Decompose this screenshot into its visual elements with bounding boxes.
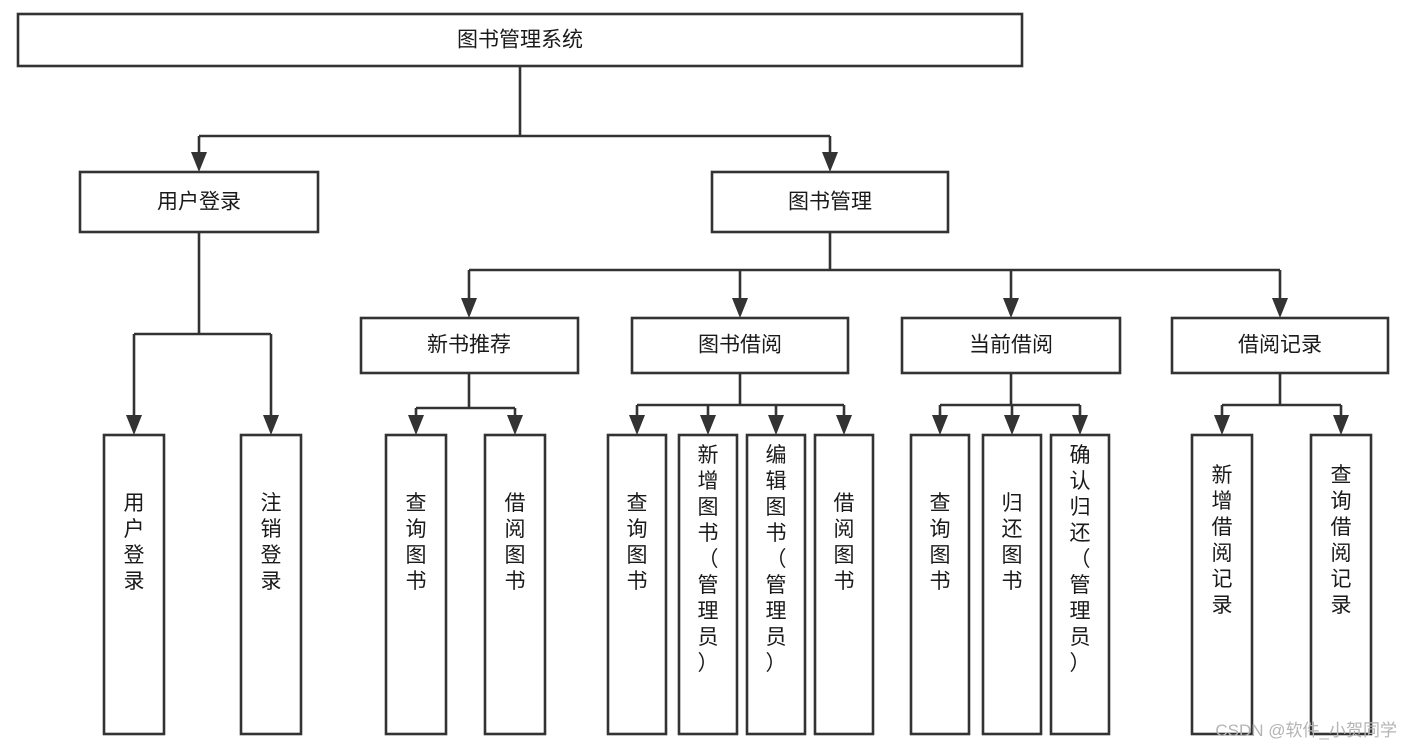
- node-book-manage-box[interactable]: [710, 170, 950, 234]
- node-leaf-query-book-1[interactable]: 查询图书: [384, 433, 448, 736]
- node-leaf-borrow-book-2-label: 借阅图书: [834, 492, 855, 593]
- node-borrow-record[interactable]: 借阅记录: [1170, 316, 1390, 375]
- arrow-icon-current-borrow: [1003, 298, 1019, 318]
- node-root-box[interactable]: [16, 12, 1024, 68]
- node-leaf-confirm-return[interactable]: 确认归还（管理员）: [1049, 433, 1111, 736]
- node-leaf-add-record[interactable]: 新增借阅记录: [1190, 433, 1254, 736]
- node-leaf-borrow-book-2-box[interactable]: [813, 433, 875, 736]
- connector-layer: [126, 66, 1349, 435]
- arrow-icon-book-borrow: [732, 298, 748, 318]
- node-leaf-query-book-3-label: 查询图书: [930, 492, 951, 593]
- node-leaf-query-book-1-label: 查询图书: [406, 492, 427, 593]
- node-current-borrow[interactable]: 当前借阅: [900, 316, 1122, 375]
- node-leaf-edit-book-box[interactable]: [745, 433, 807, 736]
- arrow-icon-leaf-edit-book: [768, 415, 784, 435]
- node-leaf-return-book-label: 归还图书: [1002, 492, 1023, 593]
- node-root-label: 图书管理系统: [457, 29, 583, 52]
- node-leaf-borrow-book-1-box[interactable]: [483, 433, 547, 736]
- node-book-manage-label: 图书管理: [788, 191, 872, 214]
- node-leaf-logout-label: 注销登录: [261, 492, 282, 593]
- node-root[interactable]: 图书管理系统: [16, 12, 1024, 68]
- node-leaf-query-book-3[interactable]: 查询图书: [909, 433, 971, 736]
- node-leaf-query-book-2-box[interactable]: [606, 433, 668, 736]
- arrow-icon-borrow-record: [1272, 298, 1288, 318]
- node-borrow-record-box[interactable]: [1170, 316, 1390, 375]
- node-leaf-borrow-book-1[interactable]: 借阅图书: [483, 433, 547, 736]
- node-book-manage[interactable]: 图书管理: [710, 170, 950, 234]
- arrow-icon-to-book-manage: [822, 152, 838, 172]
- node-leaf-add-book-label: 新增图书（管理员）: [698, 444, 719, 675]
- node-leaf-user-login-box[interactable]: [102, 433, 166, 736]
- node-leaf-query-book-2-label: 查询图书: [627, 492, 648, 593]
- node-new-book-recommend-label: 新书推荐: [427, 334, 511, 357]
- node-leaf-logout-box[interactable]: [239, 433, 303, 736]
- node-leaf-query-book-3-box[interactable]: [909, 433, 971, 736]
- node-leaf-user-login-label: 用户登录: [124, 492, 145, 593]
- node-leaf-borrow-book-1-label: 借阅图书: [505, 492, 526, 593]
- node-leaf-query-book-1-box[interactable]: [384, 433, 448, 736]
- node-leaf-query-record-box[interactable]: [1309, 433, 1373, 736]
- node-user-login[interactable]: 用户登录: [78, 170, 320, 234]
- arrow-icon-leaf-confirm-return: [1072, 415, 1088, 435]
- node-leaf-query-record-label: 查询借阅记录: [1331, 464, 1352, 617]
- node-new-book-recommend-box[interactable]: [359, 316, 580, 375]
- node-leaf-add-record-label: 新增借阅记录: [1212, 464, 1233, 617]
- arrow-icon-leaf-borrow-book-1: [507, 415, 523, 435]
- node-user-login-box[interactable]: [78, 170, 320, 234]
- node-book-borrow-box[interactable]: [630, 316, 850, 375]
- node-leaf-logout[interactable]: 注销登录: [239, 433, 303, 736]
- arrow-icon-leaf-query-book-1: [408, 415, 424, 435]
- arrow-icon-leaf-add-record: [1214, 415, 1230, 435]
- node-leaf-user-login[interactable]: 用户登录: [102, 433, 166, 736]
- node-leaf-query-book-2[interactable]: 查询图书: [606, 433, 668, 736]
- arrow-icon-leaf-query-record: [1333, 415, 1349, 435]
- node-leaf-add-record-box[interactable]: [1190, 433, 1254, 736]
- arrow-icon-leaf-user-login: [126, 415, 142, 435]
- node-leaf-query-record[interactable]: 查询借阅记录: [1309, 433, 1373, 736]
- node-leaf-add-book[interactable]: 新增图书（管理员）: [677, 433, 739, 736]
- arrow-icon-leaf-return-book: [1004, 415, 1020, 435]
- node-leaf-edit-book-label: 编辑图书（管理员）: [766, 444, 787, 675]
- arrow-icon-leaf-logout: [263, 415, 279, 435]
- node-leaf-add-book-box[interactable]: [677, 433, 739, 736]
- arrow-icon-leaf-add-book: [700, 415, 716, 435]
- node-borrow-record-label: 借阅记录: [1238, 334, 1322, 357]
- node-current-borrow-box[interactable]: [900, 316, 1122, 375]
- arrow-icon-to-user-login: [191, 152, 207, 172]
- node-new-book-recommend[interactable]: 新书推荐: [359, 316, 580, 375]
- arrow-icon-leaf-query-book-2: [629, 415, 645, 435]
- arrow-icon-leaf-borrow-book-2: [836, 415, 852, 435]
- arrow-icon-new-book-recommend: [461, 298, 477, 318]
- node-leaf-edit-book[interactable]: 编辑图书（管理员）: [745, 433, 807, 736]
- node-leaf-return-book-box[interactable]: [981, 433, 1043, 736]
- node-user-login-label: 用户登录: [157, 191, 241, 214]
- node-current-borrow-label: 当前借阅: [969, 334, 1053, 357]
- node-leaf-confirm-return-box[interactable]: [1049, 433, 1111, 736]
- node-leaf-confirm-return-label: 确认归还（管理员）: [1070, 444, 1091, 675]
- arrow-icon-leaf-query-book-3: [932, 415, 948, 435]
- node-leaf-return-book[interactable]: 归还图书: [981, 433, 1043, 736]
- node-book-borrow-label: 图书借阅: [698, 334, 782, 357]
- node-book-borrow[interactable]: 图书借阅: [630, 316, 850, 375]
- node-leaf-borrow-book-2[interactable]: 借阅图书: [813, 433, 875, 736]
